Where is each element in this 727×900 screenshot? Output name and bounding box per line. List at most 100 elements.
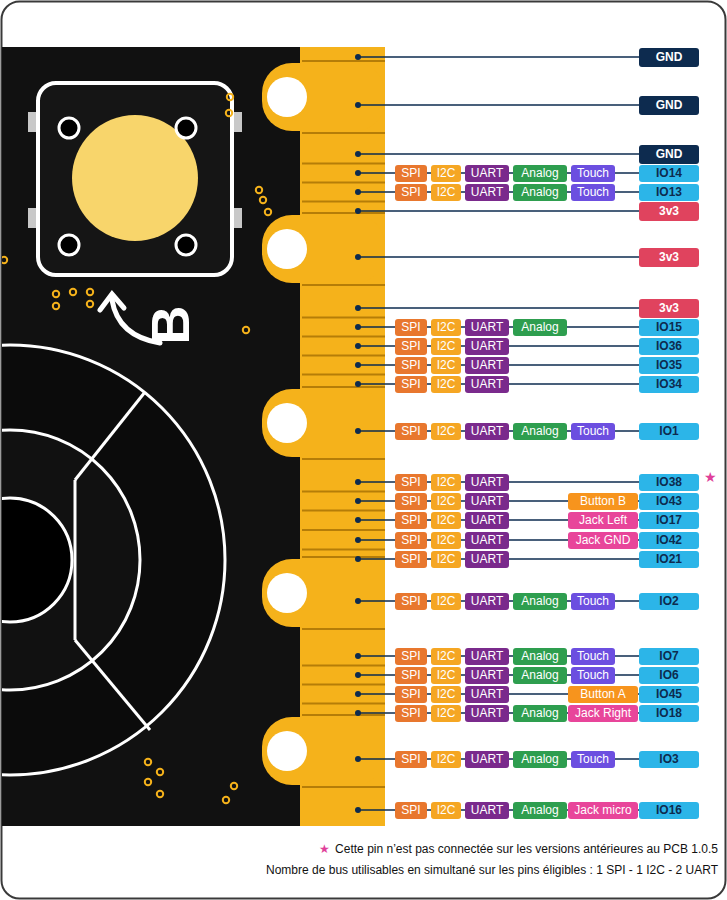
pad-dot (355, 479, 361, 485)
i2c-tag: I2C (431, 357, 461, 374)
pad-dot (355, 498, 361, 504)
tag-text: SPI (401, 514, 420, 526)
tag-text: Touch (577, 425, 609, 437)
tag-text: SPI (401, 595, 420, 607)
i2c-tag: I2C (431, 376, 461, 393)
tag-text: I2C (437, 688, 456, 700)
tag-text: Touch (577, 753, 609, 765)
gnd-label: GND (639, 96, 699, 115)
tag-text: UART (471, 186, 503, 198)
tag-text: SPI (401, 804, 420, 816)
tag-text: IO6 (659, 669, 678, 681)
tag-text: I2C (437, 707, 456, 719)
round-logo (2, 345, 225, 775)
pad-dot (355, 324, 361, 330)
pad-dot (355, 556, 361, 562)
spi-tag: SPI (395, 165, 427, 182)
tag-text: Touch (577, 167, 609, 179)
i2c-tag: I2C (431, 551, 461, 568)
i2c-tag: I2C (431, 165, 461, 182)
power-label: 3v3 (639, 248, 699, 267)
touch-tag: Touch (571, 593, 615, 610)
i2c-tag: I2C (431, 474, 461, 491)
tag-text: UART (471, 650, 503, 662)
tag-text: Button A (580, 688, 625, 700)
tag-text: 3v3 (659, 251, 679, 263)
tag-text: I2C (437, 804, 456, 816)
tag-text: IO1 (659, 425, 678, 437)
pad-dot (355, 208, 361, 214)
tag-text: Touch (577, 186, 609, 198)
pad-dot (355, 343, 361, 349)
pin-label: IO13 (639, 184, 699, 201)
pin-wire (358, 56, 642, 58)
tag-text: UART (471, 595, 503, 607)
i2c-tag: I2C (431, 648, 461, 665)
analog-tag: Analog (513, 667, 567, 684)
tag-text: Jack GND (576, 534, 631, 546)
tag-text: SPI (401, 359, 420, 371)
pin-label: IO18 (639, 705, 699, 722)
tag-text: IO34 (656, 378, 682, 390)
i2c-tag: I2C (431, 593, 461, 610)
tag-text: I2C (437, 669, 456, 681)
tag-text: I2C (437, 321, 456, 333)
tag-text: UART (471, 553, 503, 565)
pad-dot (355, 807, 361, 813)
pad-dot (355, 598, 361, 604)
uart-tag: UART (465, 532, 509, 549)
tag-text: Analog (521, 650, 558, 662)
touch-tag: Touch (571, 184, 615, 201)
edge-connector (262, 47, 385, 826)
uart-tag: UART (465, 512, 509, 529)
uart-tag: UART (465, 705, 509, 722)
touch-tag: Touch (571, 751, 615, 768)
spi-tag: SPI (395, 423, 427, 440)
pin-label: IO21 (639, 551, 699, 568)
tag-text: Analog (521, 753, 558, 765)
pad-dot (355, 653, 361, 659)
uart-tag: UART (465, 751, 509, 768)
tag-text: I2C (437, 650, 456, 662)
tag-text: Touch (577, 595, 609, 607)
tag-text: Analog (521, 186, 558, 198)
tag-text: UART (471, 688, 503, 700)
tag-text: IO18 (656, 707, 682, 719)
tag-text: SPI (401, 425, 420, 437)
tag-text: IO45 (656, 688, 682, 700)
analog-tag: Analog (513, 423, 567, 440)
tag-text: UART (471, 476, 503, 488)
tag-text: Analog (521, 321, 558, 333)
analog-tag: Analog (513, 705, 567, 722)
tag-text: I2C (437, 340, 456, 352)
tag-text: 3v3 (659, 205, 679, 217)
spi-tag: SPI (395, 648, 427, 665)
tag-text: SPI (401, 495, 420, 507)
tag-text: IO16 (656, 804, 682, 816)
touch-tag: Touch (571, 423, 615, 440)
spi-tag: SPI (395, 751, 427, 768)
footnote: Nombre de bus utilisables en simultané s… (266, 864, 718, 876)
tag-text: UART (471, 359, 503, 371)
pad-dot (355, 189, 361, 195)
touch-tag: Touch (571, 667, 615, 684)
tag-text: GND (656, 51, 683, 63)
tag-text: I2C (437, 378, 456, 390)
tag-text: I2C (437, 167, 456, 179)
tag-text: Analog (521, 707, 558, 719)
analog-tag: Analog (513, 802, 567, 819)
button-b (28, 83, 242, 275)
tag-text: I2C (437, 495, 456, 507)
power-label: 3v3 (639, 299, 699, 318)
uart-tag: UART (465, 423, 509, 440)
tag-text: SPI (401, 476, 420, 488)
analog-tag: Analog (513, 319, 567, 336)
tag-text: UART (471, 167, 503, 179)
tag-text: IO14 (656, 167, 682, 179)
pin-label: IO34 (639, 376, 699, 393)
uart-tag: UART (465, 493, 509, 510)
uart-tag: UART (465, 165, 509, 182)
tag-text: UART (471, 534, 503, 546)
i2c-tag: I2C (431, 686, 461, 703)
